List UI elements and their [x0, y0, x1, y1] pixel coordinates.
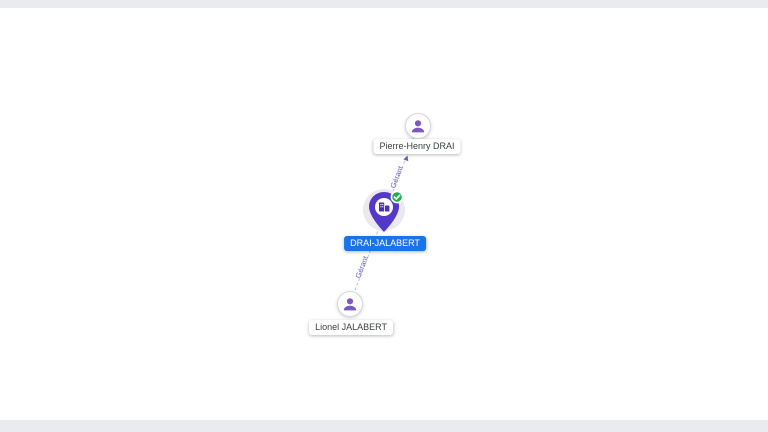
person-icon: [411, 120, 425, 133]
building-icon: [379, 202, 390, 212]
edge-label-gerant-pierre: Gérant: [388, 155, 409, 189]
company-pin-icon: [363, 189, 405, 232]
top-frame: [0, 0, 768, 8]
verified-check-icon: [390, 190, 404, 204]
node-pierre-henry-drai[interactable]: [405, 113, 431, 139]
edge-arrow-icon: [403, 155, 409, 162]
node-drai-jalabert[interactable]: [361, 187, 407, 239]
person-icon: [343, 298, 357, 311]
bottom-frame: [0, 420, 768, 432]
node-lionel-jalabert[interactable]: [337, 291, 363, 317]
label-drai-jalabert[interactable]: DRAI-JALABERT: [344, 236, 426, 251]
edge-label-text: Gérant: [353, 254, 370, 279]
label-pierre-henry-drai[interactable]: Pierre-Henry DRAI: [373, 139, 461, 154]
label-lionel-jalabert[interactable]: Lionel JALABERT: [309, 320, 393, 335]
edge-company-to-lionel: [349, 217, 384, 304]
edge-label-text: Gérant: [388, 164, 405, 189]
